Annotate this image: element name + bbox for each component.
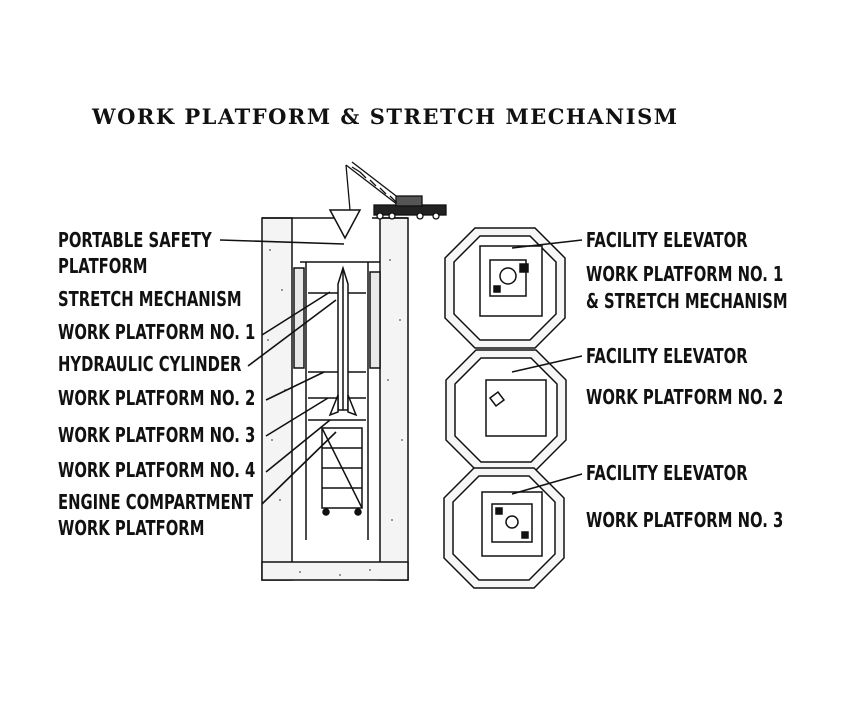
label-hydraulic-cylinder: HYDRAULIC CYLINDER [58, 352, 242, 376]
label-plan1-line2: & STRETCH MECHANISM [586, 289, 788, 313]
label-work-platform-3: WORK PLATFORM NO. 3 [58, 423, 256, 447]
plan-views [443, 227, 583, 589]
safety-platform-shape [328, 209, 362, 240]
left-leader-lines [219, 239, 345, 505]
label-plan3-line1: WORK PLATFORM NO. 3 [586, 508, 784, 532]
label-plan2-line1: WORK PLATFORM NO. 2 [586, 385, 784, 409]
plan-view-1 [444, 227, 583, 349]
label-work-platform-4: WORK PLATFORM NO. 4 [58, 458, 256, 482]
label-stretch-mechanism: STRETCH MECHANISM [58, 287, 242, 311]
left-door-panel [293, 267, 305, 369]
diagram-title: WORK PLATFORM & STRETCH MECHANISM [92, 104, 679, 129]
label-portable-safety: PORTABLE SAFETY [58, 228, 212, 252]
label-engine-compartment: ENGINE COMPARTMENT [58, 490, 254, 514]
label-work-platform-2: WORK PLATFORM NO. 2 [58, 386, 256, 410]
label-plan1-line1: WORK PLATFORM NO. 1 [586, 262, 784, 286]
crane [345, 161, 447, 220]
silo-right-wall [379, 217, 409, 581]
silo-cross-section [261, 209, 409, 581]
plan-view-2 [445, 349, 583, 471]
label-engine-work-platform: WORK PLATFORM [58, 516, 205, 540]
label-work-platform-1: WORK PLATFORM NO. 1 [58, 320, 256, 344]
silo-floor [261, 561, 409, 581]
label-platform: PLATFORM [58, 254, 148, 278]
label-facility-elevator-1: FACILITY ELEVATOR [586, 228, 748, 252]
label-facility-elevator-2: FACILITY ELEVATOR [586, 344, 748, 368]
right-door-panel [369, 271, 381, 369]
label-facility-elevator-3: FACILITY ELEVATOR [586, 461, 748, 485]
plan-view-3 [443, 467, 583, 589]
